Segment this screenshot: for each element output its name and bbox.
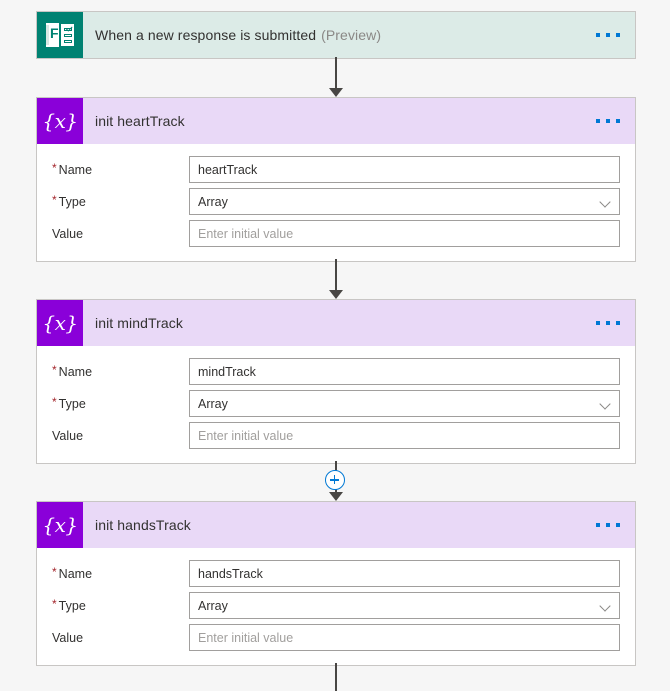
action-card-header[interactable]: {x} init heartTrack xyxy=(37,98,635,144)
action-overflow-menu-icon[interactable] xyxy=(581,502,635,548)
action-overflow-menu-icon[interactable] xyxy=(581,98,635,144)
chevron-down-icon xyxy=(599,196,611,208)
field-label-text: Value xyxy=(52,226,84,241)
action-card-header[interactable]: {x} init mindTrack xyxy=(37,300,635,346)
field-row-name: * Name handsTrack xyxy=(52,560,620,587)
value-input[interactable]: Enter initial value xyxy=(189,220,620,247)
field-row-type: * Type Array xyxy=(52,390,620,417)
field-label-name: * Name xyxy=(52,160,189,177)
field-label-text: Value xyxy=(52,630,84,645)
action-title-text: init mindTrack xyxy=(95,315,184,331)
action-title-text: init heartTrack xyxy=(95,113,185,129)
field-row-type: * Type Array xyxy=(52,592,620,619)
type-select[interactable]: Array xyxy=(189,592,620,619)
field-label-text: Name xyxy=(58,566,93,581)
field-label-type: * Type xyxy=(52,394,189,411)
field-label-text: Name xyxy=(58,162,93,177)
variable-braces-icon: {x} xyxy=(37,300,83,346)
trigger-preview-label: (Preview) xyxy=(321,27,382,43)
type-select-value: Array xyxy=(198,396,228,411)
action-card-header[interactable]: {x} init handsTrack xyxy=(37,502,635,548)
variable-braces-icon: {x} xyxy=(37,502,83,548)
trigger-overflow-menu-icon[interactable] xyxy=(581,12,635,58)
field-row-name: * Name heartTrack xyxy=(52,156,620,183)
variable-braces-glyph: {x} xyxy=(42,109,78,133)
action-title: init heartTrack xyxy=(83,98,581,144)
field-label-text: Name xyxy=(58,364,93,379)
field-label-text: Type xyxy=(58,396,86,411)
field-label-text: Type xyxy=(58,194,86,209)
field-label-value: Value xyxy=(52,631,189,645)
field-row-name: * Name mindTrack xyxy=(52,358,620,385)
trigger-title-text: When a new response is submitted xyxy=(95,27,317,43)
value-input[interactable]: Enter initial value xyxy=(189,422,620,449)
add-step-button[interactable] xyxy=(325,470,345,490)
microsoft-forms-icon: F xyxy=(37,12,83,58)
field-label-text: Value xyxy=(52,428,84,443)
chevron-down-icon xyxy=(599,398,611,410)
type-select-value: Array xyxy=(198,598,228,613)
field-row-value: Value Enter initial value xyxy=(52,624,620,651)
field-row-value: Value Enter initial value xyxy=(52,422,620,449)
variable-braces-glyph: {x} xyxy=(42,311,78,335)
action-card-body: * Name mindTrack * Type Array Value xyxy=(37,346,635,463)
chevron-down-icon xyxy=(599,600,611,612)
field-label-type: * Type xyxy=(52,596,189,613)
field-label-type: * Type xyxy=(52,192,189,209)
required-marker: * xyxy=(52,394,57,409)
action-card-init-handstrack[interactable]: {x} init handsTrack * Name handsTrack * xyxy=(36,501,636,666)
name-input[interactable]: heartTrack xyxy=(189,156,620,183)
field-label-value: Value xyxy=(52,429,189,443)
field-row-type: * Type Array xyxy=(52,188,620,215)
trigger-card[interactable]: F When a new response is submitted (Prev… xyxy=(36,11,636,59)
required-marker: * xyxy=(52,192,57,207)
action-title-text: init handsTrack xyxy=(95,517,191,533)
action-card-body: * Name heartTrack * Type Array Value xyxy=(37,144,635,261)
trigger-title: When a new response is submitted (Previe… xyxy=(83,12,581,58)
action-title: init mindTrack xyxy=(83,300,581,346)
trigger-card-header[interactable]: F When a new response is submitted (Prev… xyxy=(37,12,635,58)
type-select[interactable]: Array xyxy=(189,390,620,417)
type-select[interactable]: Array xyxy=(189,188,620,215)
field-label-text: Type xyxy=(58,598,86,613)
variable-braces-icon: {x} xyxy=(37,98,83,144)
name-input[interactable]: mindTrack xyxy=(189,358,620,385)
action-card-init-mindtrack[interactable]: {x} init mindTrack * Name mindTrack * Ty xyxy=(36,299,636,464)
value-input[interactable]: Enter initial value xyxy=(189,624,620,651)
action-overflow-menu-icon[interactable] xyxy=(581,300,635,346)
field-label-name: * Name xyxy=(52,564,189,581)
field-row-value: Value Enter initial value xyxy=(52,220,620,247)
field-label-name: * Name xyxy=(52,362,189,379)
type-select-value: Array xyxy=(198,194,228,209)
action-title: init handsTrack xyxy=(83,502,581,548)
field-label-value: Value xyxy=(52,227,189,241)
required-marker: * xyxy=(52,160,57,175)
required-marker: * xyxy=(52,564,57,579)
required-marker: * xyxy=(52,362,57,377)
action-card-init-hearttrack[interactable]: {x} init heartTrack * Name heartTrack * xyxy=(36,97,636,262)
required-marker: * xyxy=(52,596,57,611)
variable-braces-glyph: {x} xyxy=(42,513,78,537)
action-card-body: * Name handsTrack * Type Array Value xyxy=(37,548,635,665)
name-input[interactable]: handsTrack xyxy=(189,560,620,587)
